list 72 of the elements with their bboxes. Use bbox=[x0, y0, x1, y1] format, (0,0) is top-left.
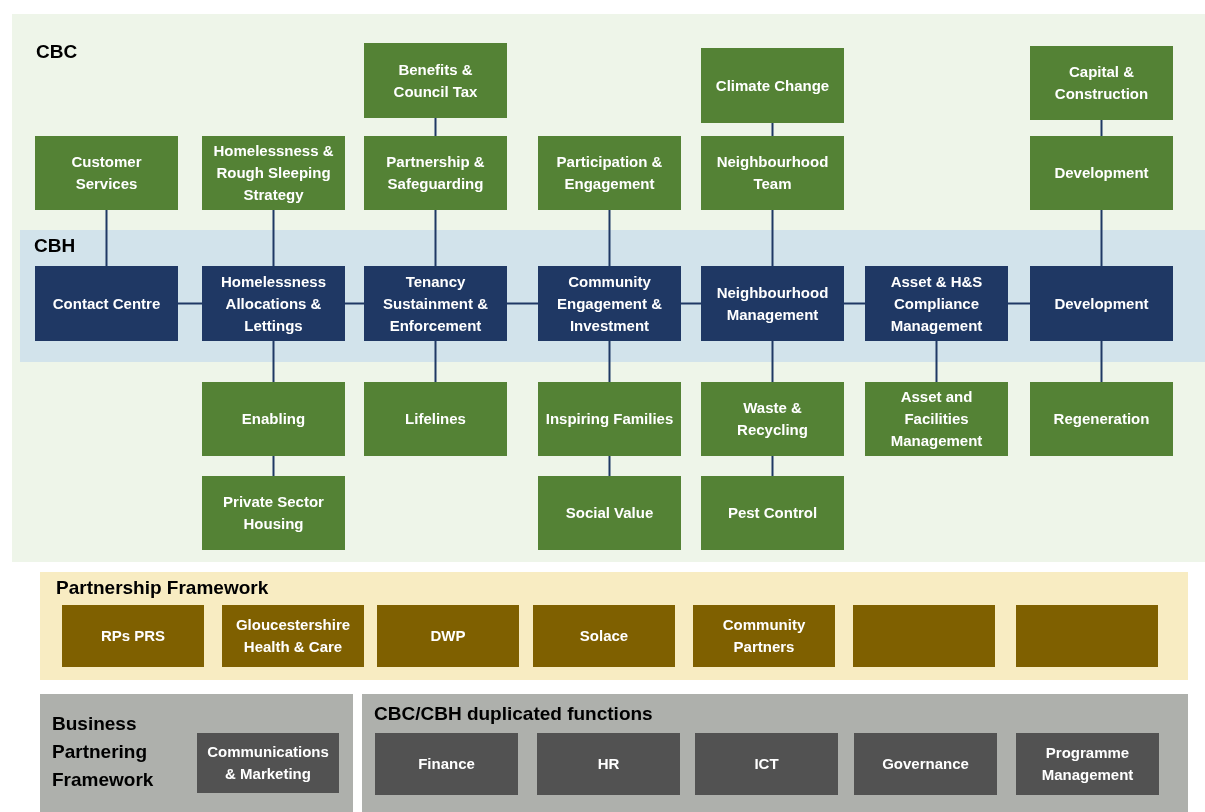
unit-box: Community Partners bbox=[693, 605, 835, 667]
connector-line bbox=[272, 340, 275, 383]
connector-line bbox=[608, 455, 611, 477]
unit-box: Community Engagement & Investment bbox=[538, 266, 681, 341]
connector-line bbox=[272, 209, 275, 267]
connector-line bbox=[771, 122, 774, 137]
connector-line bbox=[1007, 302, 1031, 305]
unit-box: ICT bbox=[695, 733, 838, 795]
group-band bbox=[362, 694, 1188, 812]
unit-box: Enabling bbox=[202, 382, 345, 456]
connector-line bbox=[771, 340, 774, 383]
unit-box: Tenancy Sustainment & Enforcement bbox=[364, 266, 507, 341]
unit-box: Pest Control bbox=[701, 476, 844, 550]
group-band bbox=[12, 14, 1205, 562]
unit-box: Programme Management bbox=[1016, 733, 1159, 795]
band-title: CBH bbox=[34, 234, 77, 258]
unit-box: Capital & Construction bbox=[1030, 46, 1173, 120]
unit-box: Asset and Facilities Management bbox=[865, 382, 1008, 456]
unit-box: Neighbourhood Team bbox=[701, 136, 844, 210]
connector-line bbox=[843, 302, 866, 305]
unit-box: Governance bbox=[854, 733, 997, 795]
unit-box: Neighbourhood Management bbox=[701, 266, 844, 341]
unit-box: Development bbox=[1030, 136, 1173, 210]
unit-box: Benefits & Council Tax bbox=[364, 43, 507, 118]
unit-box: Customer Services bbox=[35, 136, 178, 210]
unit-box: Finance bbox=[375, 733, 518, 795]
unit-box: Waste & Recycling bbox=[701, 382, 844, 456]
unit-box: Homelessness Allocations & Lettings bbox=[202, 266, 345, 341]
unit-box: Communications & Marketing bbox=[197, 733, 339, 793]
unit-box: HR bbox=[537, 733, 680, 795]
connector-line bbox=[1100, 119, 1103, 137]
unit-box: Development bbox=[1030, 266, 1173, 341]
unit-box: Social Value bbox=[538, 476, 681, 550]
group-band bbox=[20, 230, 1205, 362]
connector-line bbox=[434, 340, 437, 383]
unit-box bbox=[1016, 605, 1158, 667]
unit-box: Climate Change bbox=[701, 48, 844, 123]
connector-line bbox=[935, 340, 938, 383]
connector-line bbox=[272, 455, 275, 477]
unit-box: Contact Centre bbox=[35, 266, 178, 341]
unit-box: Partnership & Safeguarding bbox=[364, 136, 507, 210]
unit-box: Gloucestershire Health & Care bbox=[222, 605, 364, 667]
unit-box: Participation & Engagement bbox=[538, 136, 681, 210]
unit-box: Inspiring Families bbox=[538, 382, 681, 456]
unit-box: Regeneration bbox=[1030, 382, 1173, 456]
connector-line bbox=[506, 302, 539, 305]
unit-box: DWP bbox=[377, 605, 519, 667]
unit-box: Private Sector Housing bbox=[202, 476, 345, 550]
connector-line bbox=[1100, 209, 1103, 267]
connector-line bbox=[771, 209, 774, 267]
connector-line bbox=[771, 455, 774, 477]
group-band bbox=[40, 572, 1188, 680]
connector-line bbox=[105, 209, 108, 267]
band-title: Business Partnering Framework bbox=[52, 712, 155, 792]
unit-box: Asset & H&S Compliance Management bbox=[865, 266, 1008, 341]
unit-box bbox=[853, 605, 995, 667]
band-title: CBC/CBH duplicated functions bbox=[374, 702, 654, 726]
connector-line bbox=[608, 340, 611, 383]
connector-line bbox=[344, 302, 365, 305]
unit-box: RPs PRS bbox=[62, 605, 204, 667]
unit-box: Lifelines bbox=[364, 382, 507, 456]
group-band bbox=[40, 694, 353, 812]
band-title: CBC bbox=[36, 40, 79, 64]
band-title: Partnership Framework bbox=[56, 576, 270, 600]
connector-line bbox=[608, 209, 611, 267]
connector-line bbox=[177, 302, 203, 305]
connector-line bbox=[434, 209, 437, 267]
connector-line bbox=[434, 117, 437, 137]
unit-box: Solace bbox=[533, 605, 675, 667]
connector-line bbox=[680, 302, 702, 305]
unit-box: Homelessness & Rough Sleeping Strategy bbox=[202, 136, 345, 210]
connector-line bbox=[1100, 340, 1103, 383]
